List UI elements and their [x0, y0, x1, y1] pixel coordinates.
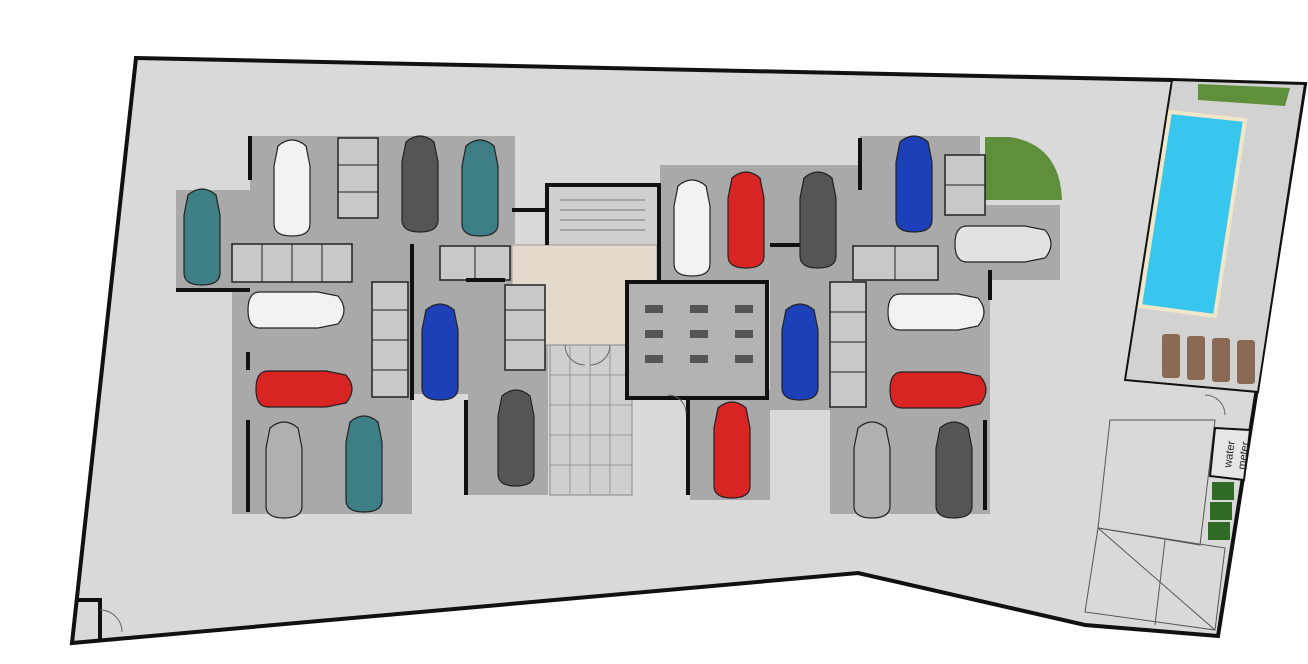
- car-white-suv: [954, 225, 1052, 263]
- car-white: [887, 293, 985, 331]
- car-silver: [853, 421, 891, 519]
- car-dark-grey: [935, 421, 973, 519]
- corridor-grid: [550, 345, 632, 495]
- car-red: [255, 370, 353, 408]
- grass-strip: [1198, 84, 1290, 106]
- car-teal: [461, 139, 499, 237]
- water-meter-room: [1208, 426, 1252, 482]
- car-red: [889, 371, 987, 409]
- meter-boxes: [1208, 482, 1234, 540]
- grass-corner: [985, 137, 1062, 200]
- car-white: [273, 139, 311, 237]
- car-red: [727, 171, 765, 269]
- car-white: [673, 179, 711, 277]
- water-meter-label-2: meter: [1236, 441, 1252, 471]
- door-swings: [99, 344, 1226, 633]
- stair-treads: [560, 199, 645, 231]
- car-white: [247, 291, 345, 329]
- car-silver: [265, 421, 303, 519]
- driveway-area: [1084, 419, 1226, 631]
- car-red: [713, 401, 751, 499]
- car-blue: [781, 303, 819, 401]
- car-dark-grey: [401, 135, 439, 233]
- car-teal: [345, 415, 383, 513]
- storage-dividers: [261, 164, 985, 373]
- stair-core: [545, 183, 661, 252]
- gym-room: [625, 280, 769, 400]
- car-dark-grey: [497, 389, 535, 487]
- swimming-pool: [1137, 109, 1248, 319]
- gym-equipment: [645, 305, 753, 363]
- car-blue: [895, 135, 933, 233]
- car-blue: [421, 303, 459, 401]
- sun-loungers: [1162, 334, 1255, 384]
- car-dark-grey: [799, 171, 837, 269]
- water-meter-label-1: water: [1222, 440, 1238, 470]
- car-teal: [183, 188, 221, 286]
- corridor-floor: [549, 344, 633, 496]
